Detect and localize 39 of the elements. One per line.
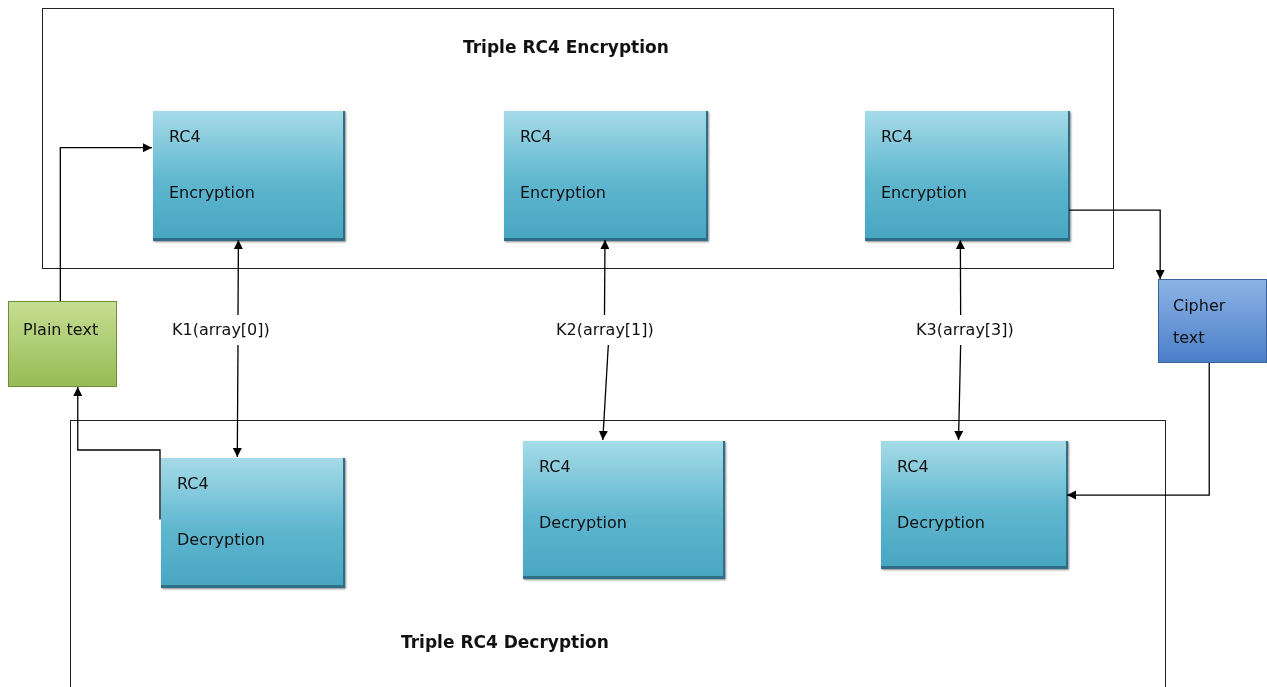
arrow	[955, 239, 965, 316]
arrow	[600, 239, 610, 316]
process-box	[161, 458, 345, 588]
box-heading: RC4	[169, 127, 201, 146]
box-heading: RC4	[897, 457, 929, 476]
process-box	[881, 441, 1068, 569]
input-box	[8, 301, 117, 387]
arrow	[232, 344, 242, 458]
box-heading: Plain text	[23, 319, 100, 341]
arrow	[73, 386, 161, 521]
process-box	[865, 111, 1070, 241]
arrow	[954, 344, 964, 441]
box-heading: RC4	[177, 474, 209, 493]
box-label: Decryption	[897, 513, 985, 532]
process-box	[504, 111, 708, 241]
arrow	[59, 143, 153, 302]
box-label: Decryption	[177, 530, 265, 549]
group-frame	[42, 8, 1114, 269]
arrow	[233, 239, 243, 316]
arrow	[598, 344, 609, 441]
process-box	[153, 111, 345, 241]
output-box	[1158, 279, 1267, 363]
box-label: Decryption	[539, 513, 627, 532]
box-label: Encryption	[169, 183, 255, 202]
box-heading: RC4	[881, 127, 913, 146]
arrow	[1068, 209, 1165, 280]
box-label: Encryption	[520, 183, 606, 202]
group-title: Triple RC4 Encryption	[463, 37, 669, 57]
box-label: Encryption	[881, 183, 967, 202]
box-heading: RC4	[539, 457, 571, 476]
box-heading: RC4	[520, 127, 552, 146]
group-frame	[70, 420, 1166, 687]
process-box	[523, 441, 725, 579]
key-label: K2(array[1])	[556, 320, 654, 339]
box-heading: Cipher text	[1173, 295, 1227, 349]
key-label: K1(array[0])	[172, 320, 270, 339]
key-label: K3(array[3])	[916, 320, 1014, 339]
group-title: Triple RC4 Decryption	[401, 632, 609, 652]
arrow	[1066, 362, 1210, 500]
